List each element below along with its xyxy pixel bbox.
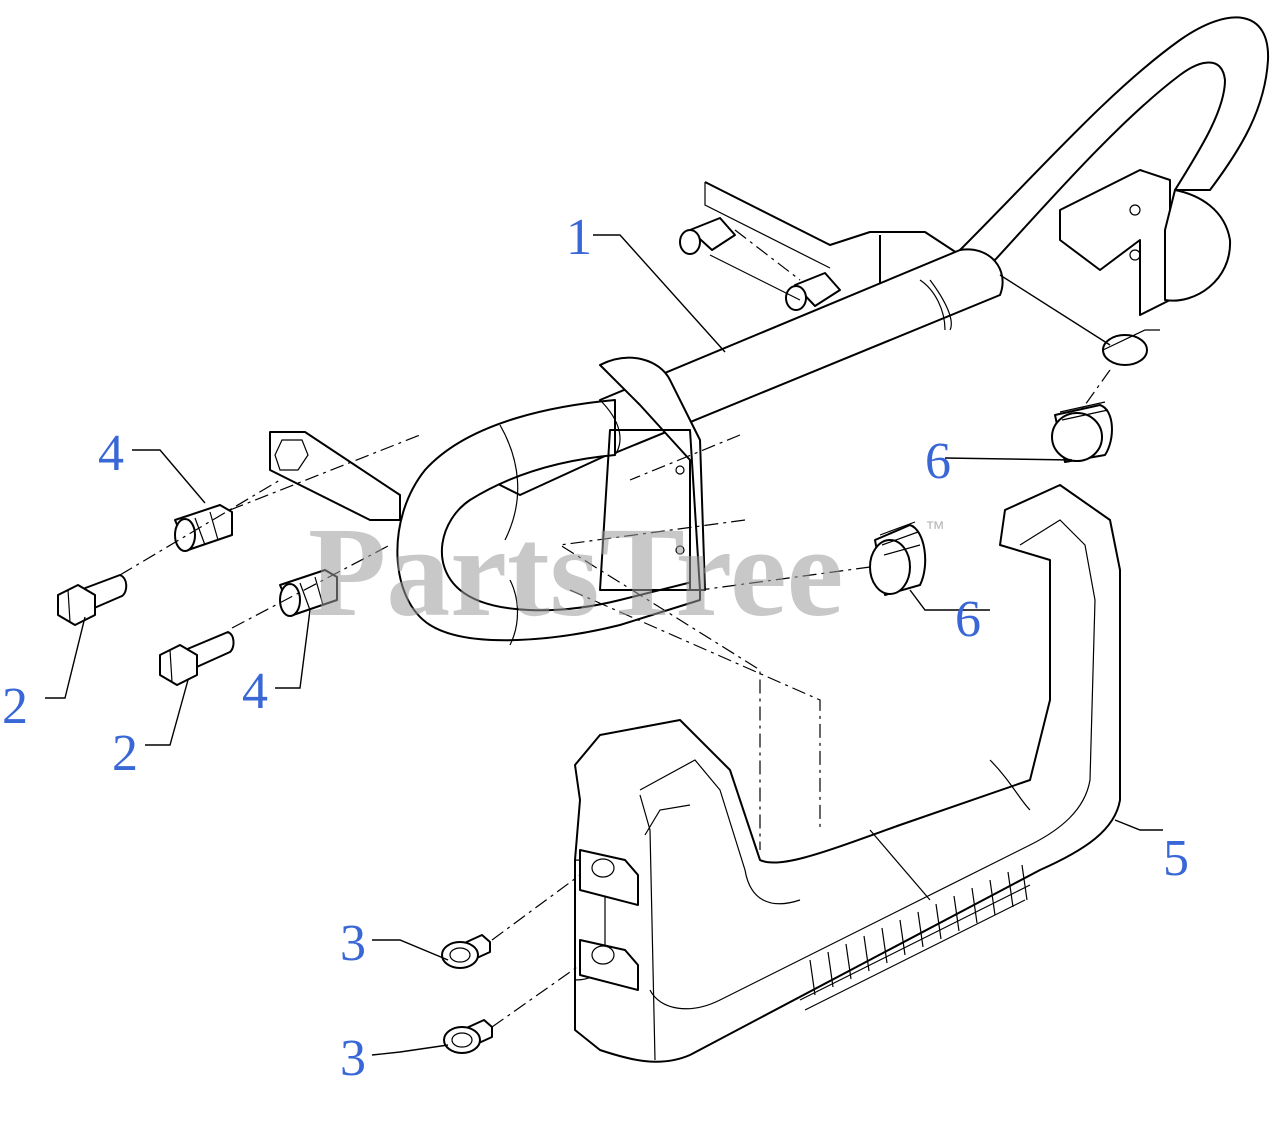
part-screw-lower (443, 1019, 493, 1054)
callout-3-upper-screw: 3 (340, 915, 366, 972)
callout-6-upper-plug: 6 (925, 433, 951, 490)
callout-3-lower-screw: 3 (340, 1030, 366, 1087)
partstree-watermark: PartsTree ™ (308, 501, 945, 643)
callout-6-lower-plug: 6 (955, 591, 981, 648)
callout-4-lower-spacer: 4 (242, 663, 268, 720)
assembly-center-lines (119, 229, 1111, 1028)
part-spacer-lower (279, 569, 338, 617)
callout-labels: 1 2 2 3 3 4 4 5 6 6 (2, 209, 1189, 1087)
part-screw-upper (441, 934, 491, 969)
callout-2-lower-bolt: 2 (112, 725, 138, 782)
part-bolt-lower (159, 631, 235, 686)
callout-2-upper-bolt: 2 (2, 678, 28, 735)
part-bolt-upper (57, 574, 128, 626)
part-tube-plug-lower (869, 521, 927, 596)
part-tube-plug-upper (1051, 401, 1113, 463)
part-bumper-cover (574, 484, 1121, 1063)
callout-leaders (45, 234, 1163, 1056)
part-bumper-tube-frame (269, 16, 1270, 646)
part-spacer-upper (174, 504, 233, 552)
cover-vents (799, 864, 1031, 1011)
callout-4-upper-spacer: 4 (98, 425, 124, 482)
callout-1: 1 (566, 209, 592, 266)
watermark-text: PartsTree (308, 501, 843, 643)
callout-5-cover: 5 (1163, 830, 1189, 887)
watermark-trademark: ™ (925, 518, 945, 540)
